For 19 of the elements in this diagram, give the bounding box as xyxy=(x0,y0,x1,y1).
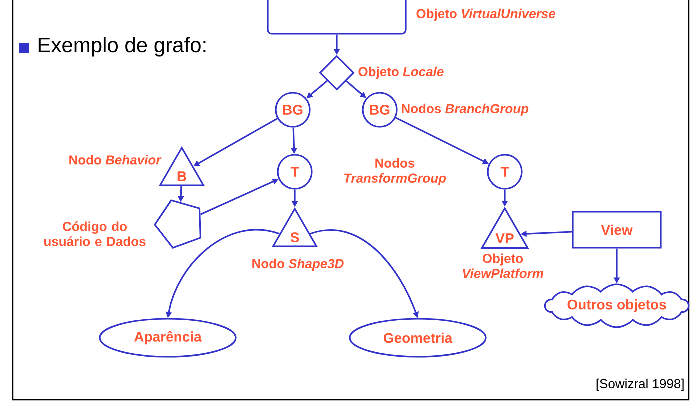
hatched-box xyxy=(267,0,407,35)
circle-node: BG xyxy=(275,92,311,128)
circle-node: BG xyxy=(362,92,398,128)
cloud-node: Outros objetos xyxy=(544,284,690,328)
ellipse-node: Geometria xyxy=(349,318,487,358)
ellipse-node: Aparência xyxy=(99,318,237,358)
view-box: View xyxy=(572,211,662,249)
node-caption: Nodos TransformGroup xyxy=(344,158,446,186)
source-note: [Sowizral 1998] xyxy=(596,378,684,392)
node-caption: Código do usuário e Dados xyxy=(44,222,146,246)
circle-node: T xyxy=(277,154,313,190)
node-caption: Objeto Locale xyxy=(358,66,444,80)
node-caption: Objeto VirtualUniverse xyxy=(416,8,556,22)
circle-node: T xyxy=(487,154,523,190)
pentagon xyxy=(154,200,202,249)
node-caption: Nodos BranchGroup xyxy=(402,104,529,116)
node-caption: Nodo Shape3D xyxy=(252,258,344,272)
node-caption: Objeto ViewPlatform xyxy=(463,254,544,278)
title: Exemplo de grafo: xyxy=(38,37,206,57)
